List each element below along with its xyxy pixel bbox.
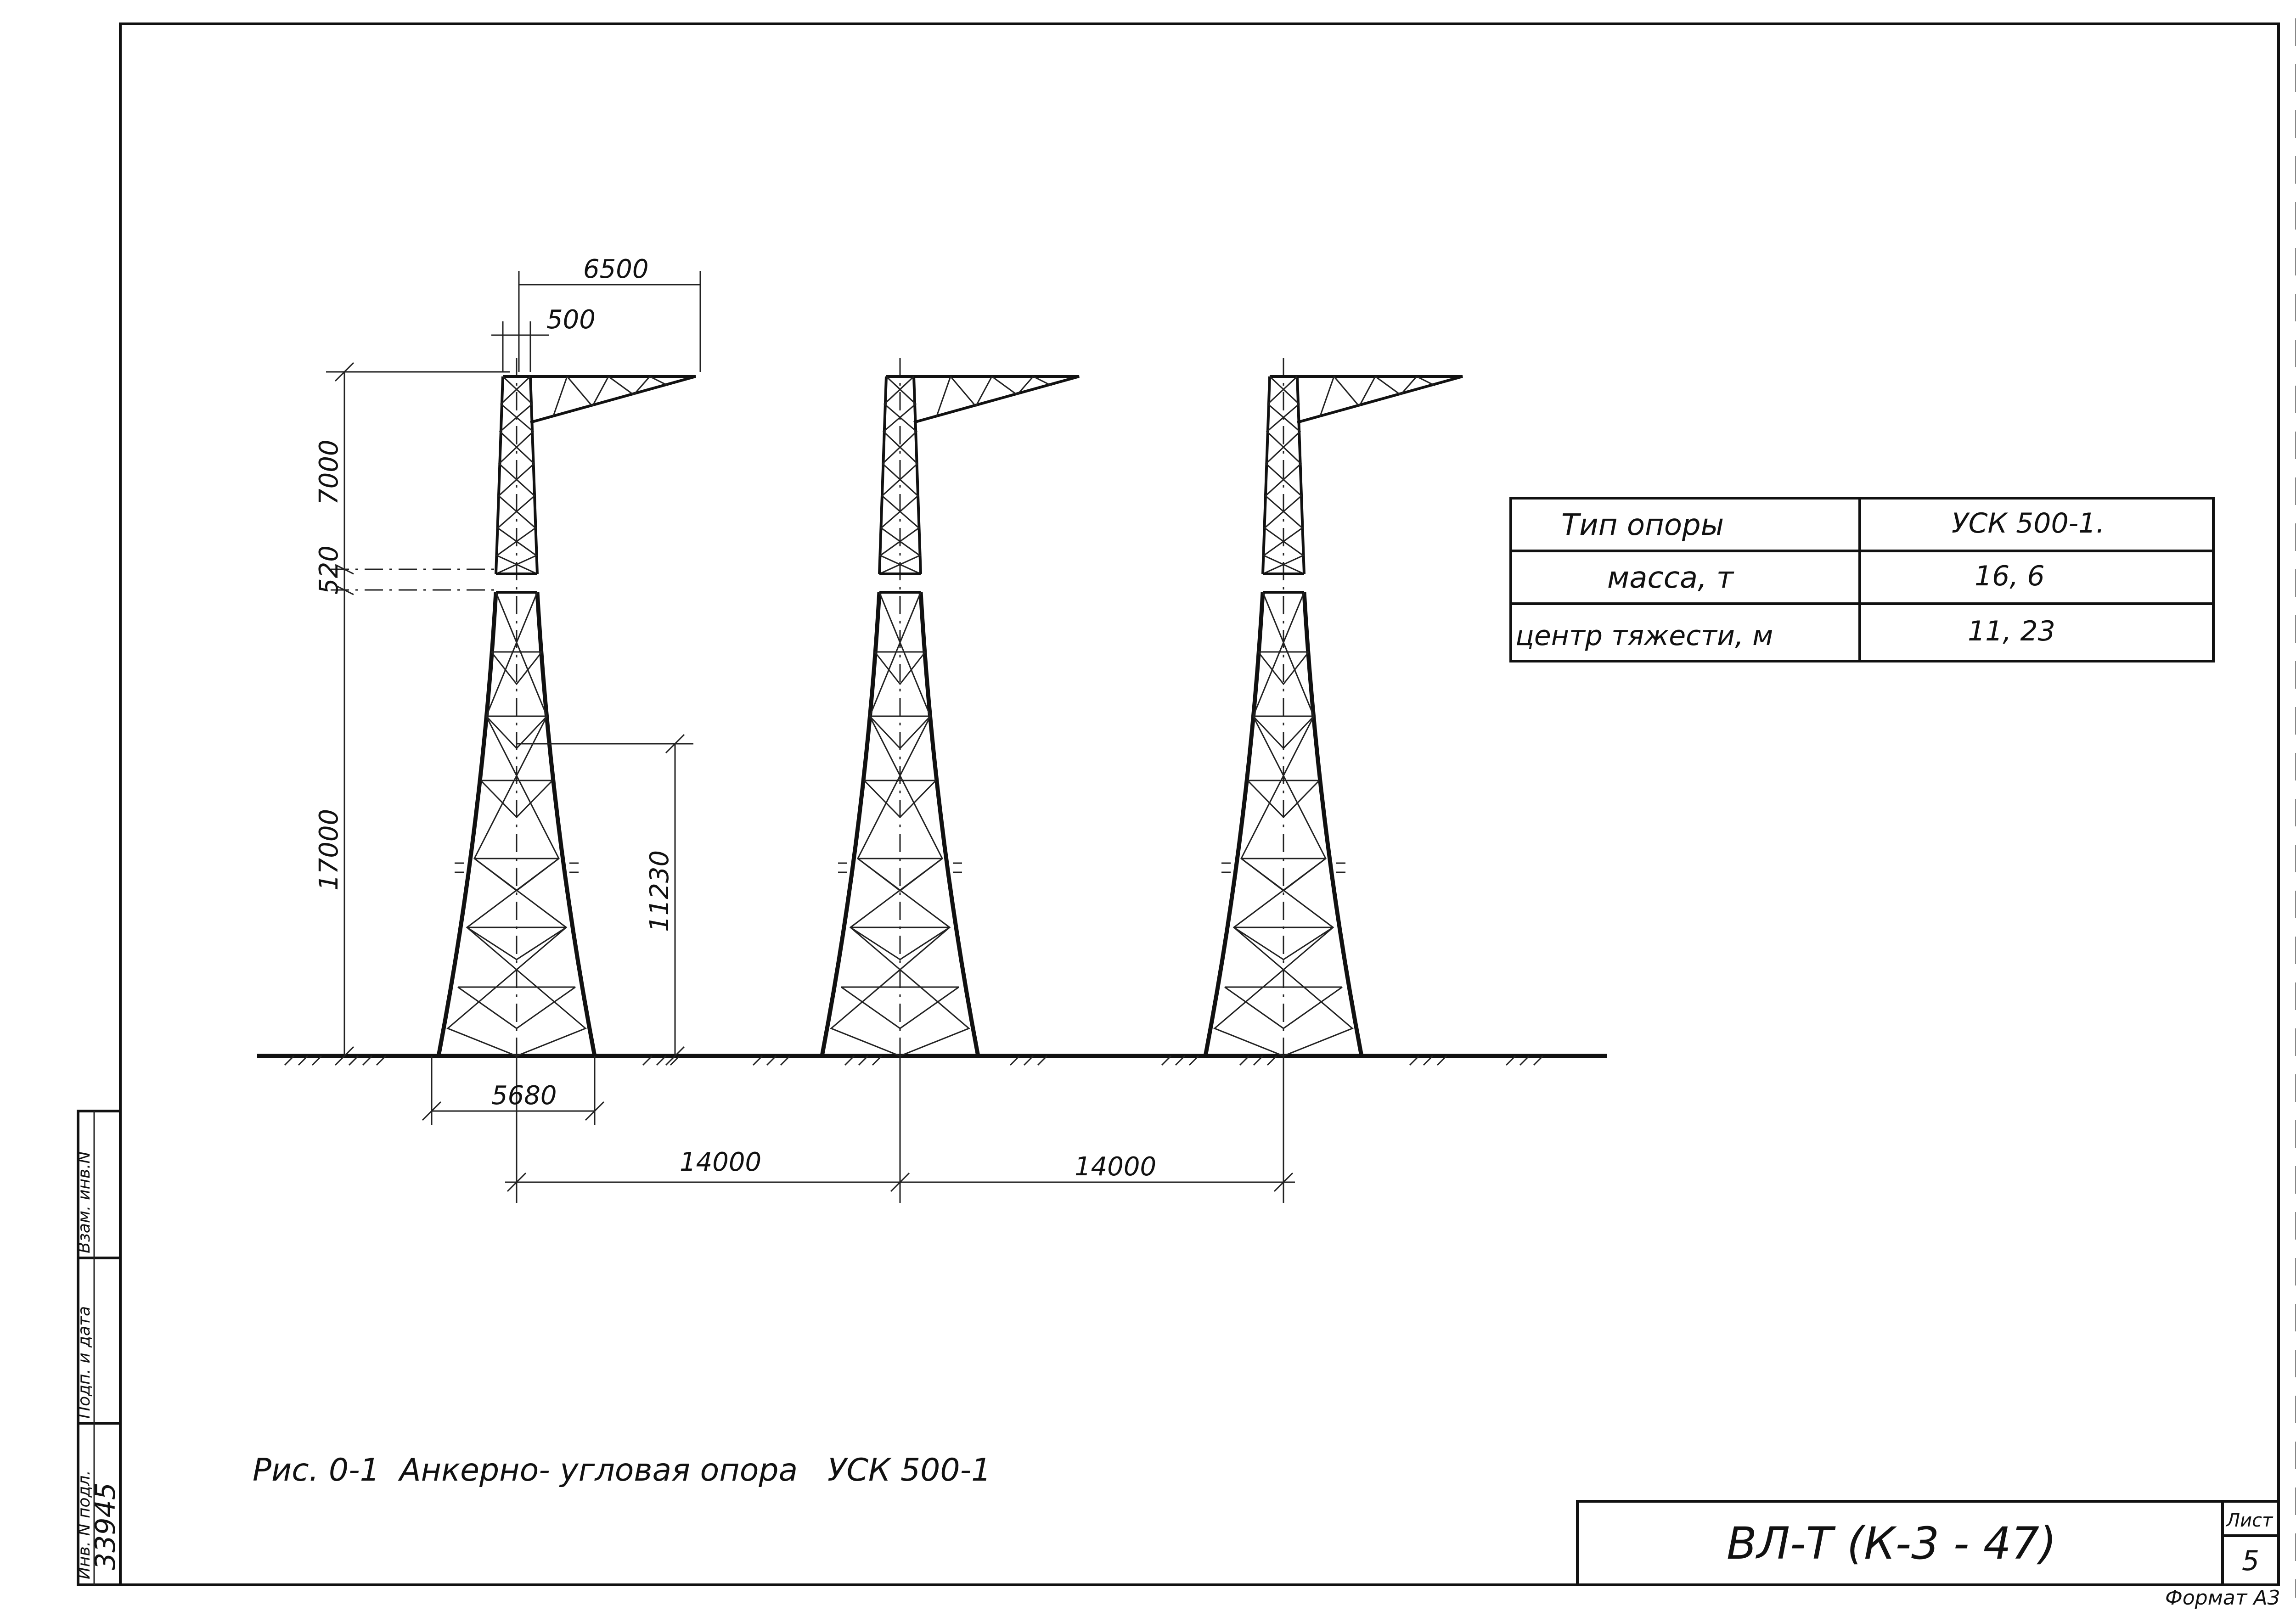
side-field-sign-date: Подп. и дата: [75, 1306, 94, 1419]
spec-mass-value: 16, 6: [1975, 560, 2045, 592]
tower-1: [439, 358, 696, 1083]
dimension-lines: [326, 271, 1295, 1203]
side-field-inv-orig: Инв. N подл.: [75, 1470, 94, 1579]
spec-type-value: УСК 500-1.: [1952, 507, 2105, 539]
spec-cog-label: центр тяжести, м: [1515, 620, 1773, 652]
tower-2: [822, 358, 1079, 1083]
spec-cog-value: 11, 23: [1968, 615, 2055, 647]
dim-upper-height: 7000: [314, 439, 344, 505]
side-inv-number: 33945: [90, 1482, 122, 1570]
ground-line: [257, 1054, 1607, 1066]
dim-transition: 520: [314, 545, 344, 595]
title-block: [1576, 1500, 2280, 1586]
dim-spacing-1: 14000: [680, 1147, 761, 1177]
tower-3: [1205, 358, 1463, 1083]
dim-base-width: 5680: [491, 1081, 557, 1111]
dim-lower-height: 17000: [314, 809, 344, 891]
title-designation: ВЛ-Т (К-3 - 47): [1727, 1518, 2056, 1569]
dim-spacing-2: 14000: [1075, 1152, 1156, 1182]
format-label: Формат А3: [2165, 1586, 2280, 1610]
spec-type-label: Тип опоры: [1561, 508, 1724, 542]
side-stamp: Инв. N подл. Подп. и дата Взам. инв.N 33…: [75, 1110, 122, 1586]
dim-crossarm-width: 6500: [583, 254, 649, 284]
spec-table: [1509, 497, 2215, 662]
dim-center-gravity: 11230: [645, 850, 675, 932]
title-sheet-label: Лист: [2225, 1510, 2273, 1531]
spec-mass-label: масса, т: [1607, 561, 1734, 595]
sheet-frame: [119, 22, 2280, 1586]
side-field-replace-inv: Взам. инв.N: [75, 1151, 94, 1253]
dim-top-width: 500: [546, 305, 596, 335]
figure-caption: Рис. 0-1 Анкерно- угловая опора УСК 500-…: [253, 1452, 991, 1488]
title-sheet-number: 5: [2242, 1545, 2259, 1577]
